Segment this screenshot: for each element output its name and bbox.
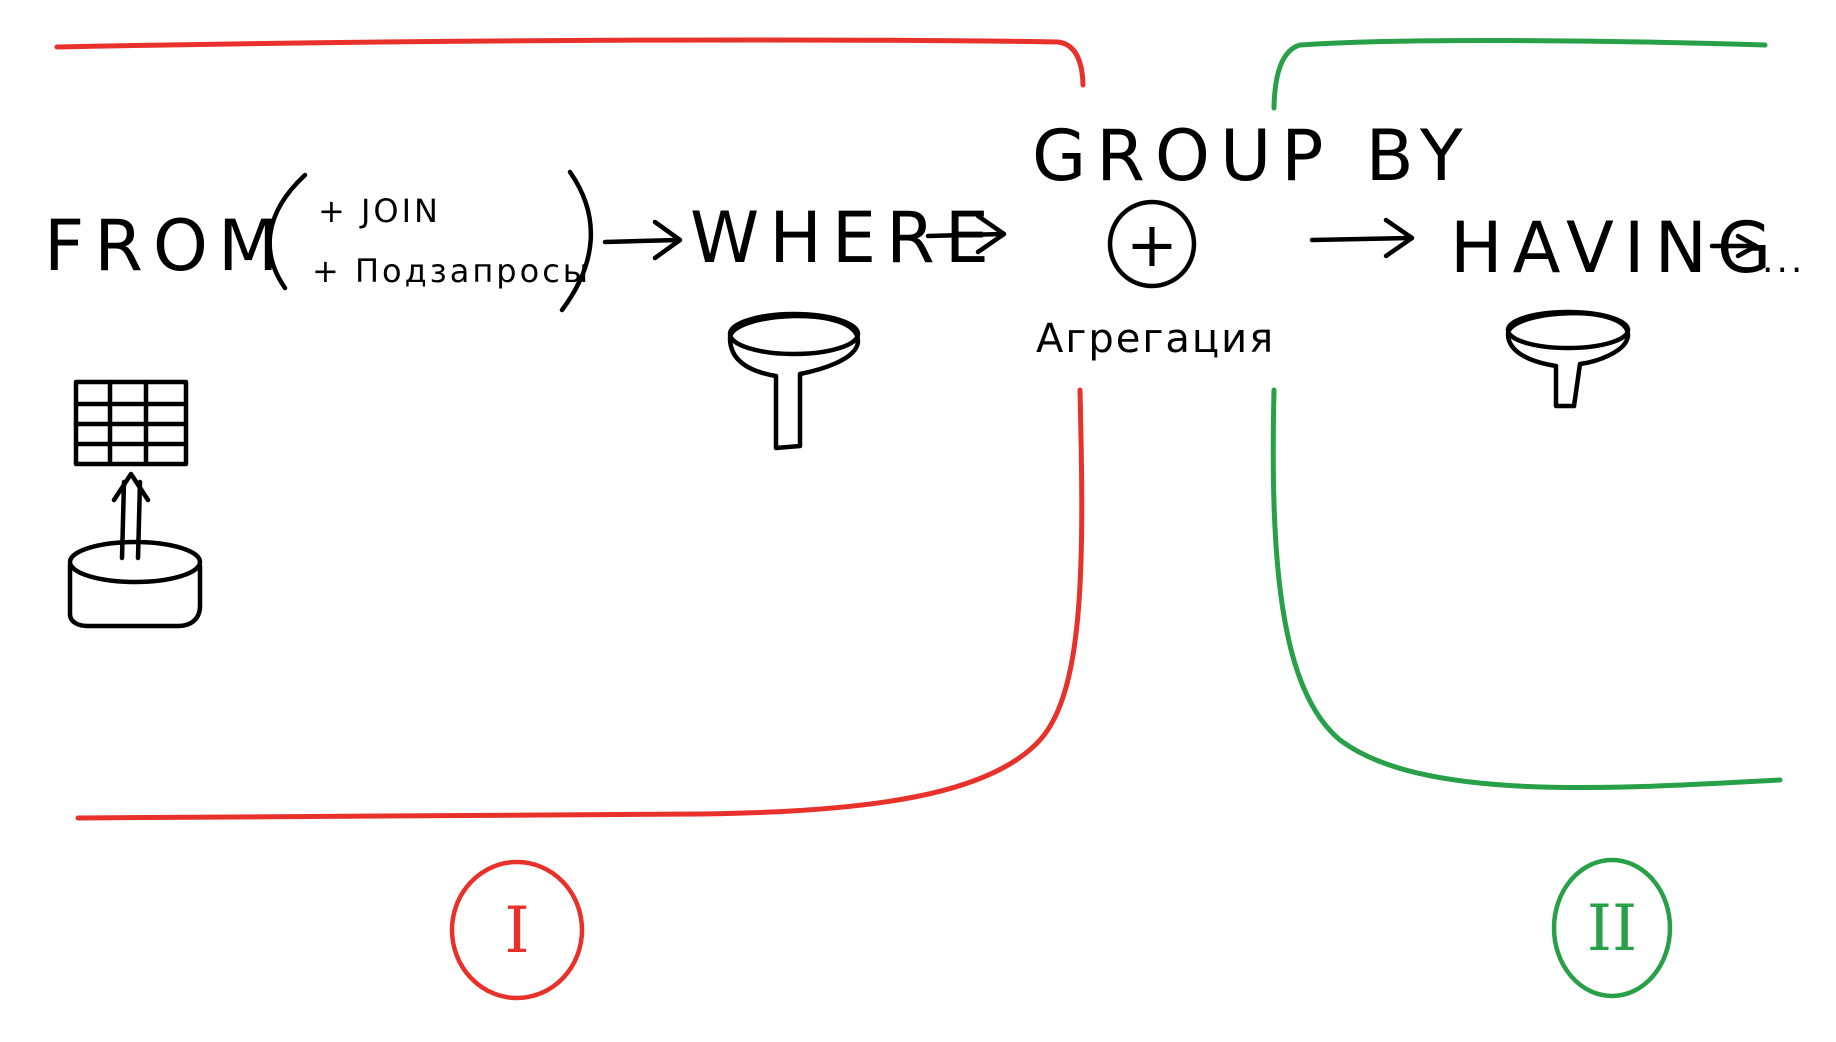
group-by-label: GROUP BY bbox=[1032, 115, 1473, 197]
aggregation-icon: + bbox=[1107, 199, 1197, 289]
arrow-right-icon bbox=[925, 213, 1007, 255]
filter-funnel-icon bbox=[727, 311, 861, 451]
arrow-right-icon bbox=[1709, 233, 1759, 259]
table-icon bbox=[73, 379, 189, 467]
stage-2-marker: II bbox=[1551, 857, 1673, 999]
from-addons-open-paren bbox=[267, 172, 308, 291]
stage-1-marker: I bbox=[449, 859, 585, 1001]
stage-2-label: II bbox=[1587, 892, 1638, 966]
where-label: WHERE bbox=[690, 197, 999, 279]
filter-funnel-icon bbox=[1505, 309, 1631, 409]
continuation-ellipsis: ... bbox=[1762, 240, 1805, 281]
from-label: FROM bbox=[44, 205, 288, 287]
from-addons-close-paren bbox=[559, 169, 594, 313]
arrow-right-icon bbox=[1309, 217, 1415, 259]
aggregation-label: Агрегация bbox=[1036, 316, 1275, 362]
extract-arrow-icon bbox=[111, 471, 151, 561]
from-addon-join: + JOIN bbox=[318, 192, 441, 230]
from-addon-subqueries: + Подзапросы bbox=[312, 252, 591, 290]
arrow-right-icon bbox=[602, 219, 683, 261]
stage-1-label: I bbox=[504, 894, 529, 968]
aggregation-symbol: + bbox=[1126, 208, 1178, 281]
stage-2-bracket bbox=[1270, 37, 1783, 791]
database-icon bbox=[67, 539, 203, 629]
stage-1-bracket bbox=[54, 37, 1086, 821]
